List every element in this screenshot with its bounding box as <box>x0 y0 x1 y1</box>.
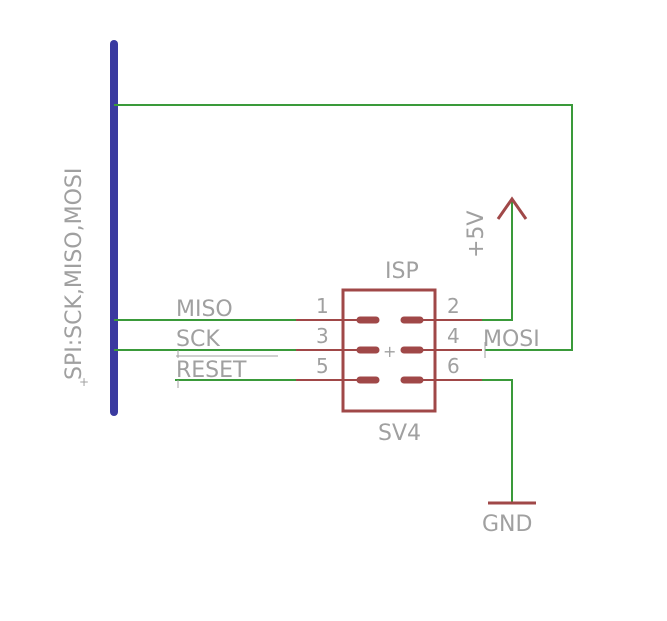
pin-number-2: 2 <box>447 294 460 318</box>
component-ref: SV4 <box>378 421 421 446</box>
gnd-wire[interactable] <box>415 379 513 503</box>
pin-number-4: 4 <box>447 324 460 348</box>
net-label-reset: RESET <box>176 358 247 383</box>
component-name: ISP <box>385 259 419 284</box>
vcc-arrow-symbol <box>496 196 528 220</box>
pin-number-3: 3 <box>316 324 329 348</box>
pin-number-5: 5 <box>316 354 329 378</box>
isp-connector[interactable]: + 1 2 3 4 5 6 ISP SV4 <box>296 259 482 446</box>
mosi-wire[interactable] <box>114 104 573 351</box>
bus-origin-mark: + <box>79 375 89 389</box>
bus-label: SPI:SCK,MISO,MOSI <box>62 168 87 380</box>
component-origin-mark: + <box>383 342 396 361</box>
pin-number-1: 1 <box>316 294 329 318</box>
net-label-sck: SCK <box>176 327 220 352</box>
net-label-mosi: MOSI <box>483 327 540 352</box>
pin-number-6: 6 <box>447 354 460 378</box>
net-label-vcc: +5V <box>464 211 489 258</box>
net-label-miso: MISO <box>176 297 233 322</box>
net-label-gnd: GND <box>482 512 532 537</box>
